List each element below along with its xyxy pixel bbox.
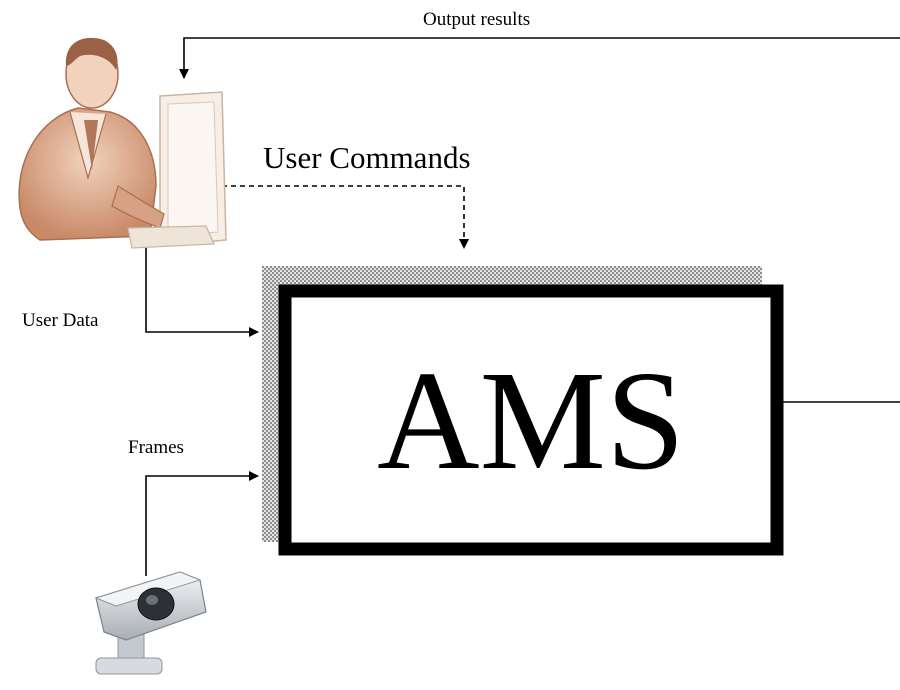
frames-arrow <box>145 471 259 576</box>
ams-label: AMS <box>377 341 685 499</box>
user-at-computer-icon <box>18 37 227 249</box>
user-data-label: User Data <box>22 310 99 331</box>
output-results-arrow <box>179 37 900 79</box>
ams-box[interactable] <box>278 284 784 556</box>
user-commands-label: User Commands <box>263 140 471 175</box>
user-commands-arrow <box>222 185 469 249</box>
user-data-arrow <box>145 248 259 337</box>
output-results-label: Output results <box>423 9 531 30</box>
frames-label: Frames <box>128 437 184 458</box>
security-camera-icon <box>94 571 207 675</box>
